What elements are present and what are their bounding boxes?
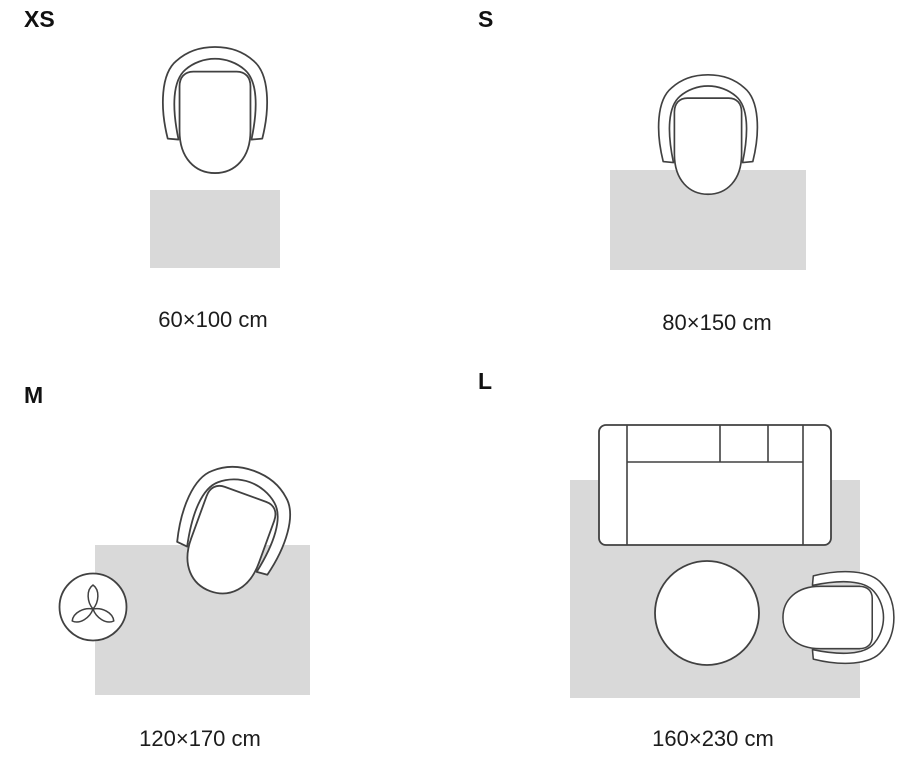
coffee-table-top (654, 560, 760, 666)
rug-xs (150, 190, 280, 268)
size-caption-s: 80×150 cm (662, 310, 772, 335)
plant-leaf (71, 607, 94, 623)
sofa-top-view-icon (598, 424, 832, 546)
size-caption-xs: 60×100 cm (158, 307, 268, 332)
sofa-outline (598, 424, 832, 546)
plant-leaf (92, 607, 115, 623)
size-label-xs: XS (24, 6, 55, 32)
armchair-top-view-icon (782, 570, 895, 665)
coffee-table-top-view-icon (654, 560, 760, 666)
plant-leaf (87, 584, 99, 610)
size-label-m: M (24, 382, 44, 408)
size-caption-l: 160×230 cm (652, 726, 774, 751)
size-caption-m: 120×170 cm (139, 726, 261, 751)
size-label-l: L (478, 368, 493, 394)
size-label-s: S (478, 6, 494, 32)
armchair-top-view-icon (161, 46, 269, 174)
plant-table-top-view-icon (58, 572, 128, 642)
armchair-top-view-icon (657, 73, 759, 196)
